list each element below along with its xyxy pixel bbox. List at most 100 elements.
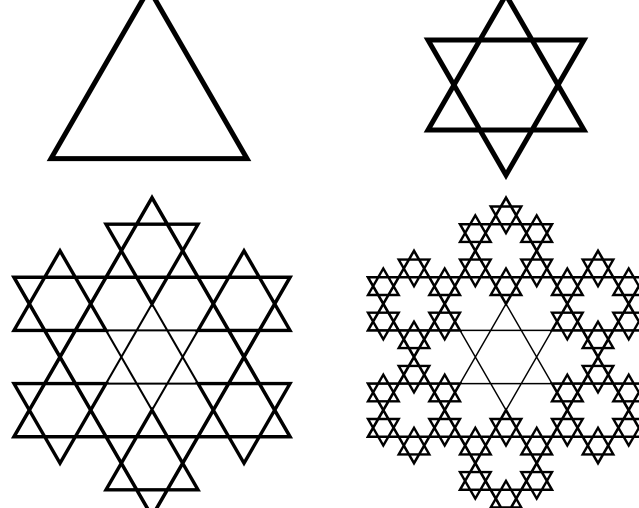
triangle-outline bbox=[552, 410, 583, 437]
fractal-panel-level-1 bbox=[428, 0, 584, 175]
triangle-outline bbox=[14, 384, 106, 464]
triangle-outline bbox=[460, 224, 552, 304]
triangle-outline bbox=[106, 224, 198, 304]
triangle-outline bbox=[14, 277, 106, 357]
triangle-outline bbox=[521, 437, 552, 464]
triangle-outline bbox=[368, 419, 399, 446]
triangle-outline bbox=[491, 481, 522, 508]
triangle-outline bbox=[368, 304, 399, 331]
triangle-outline bbox=[368, 251, 460, 331]
triangle-outline bbox=[460, 224, 491, 251]
triangle-outline bbox=[51, 0, 247, 159]
triangle-outline bbox=[552, 277, 639, 357]
triangle-outline bbox=[106, 198, 198, 278]
triangle-outline bbox=[460, 463, 491, 490]
triangle-outline bbox=[552, 304, 583, 331]
triangle-outline bbox=[552, 375, 583, 402]
triangle-outline bbox=[106, 437, 198, 508]
triangle-outline bbox=[198, 384, 290, 464]
triangle-outline bbox=[460, 472, 491, 499]
triangle-outline bbox=[460, 260, 491, 287]
fractal-panel-level-3 bbox=[368, 198, 639, 508]
triangle-outline bbox=[198, 357, 290, 437]
triangle-outline bbox=[106, 304, 198, 384]
triangle-outline bbox=[491, 419, 522, 446]
triangle-outline bbox=[552, 384, 583, 411]
triangle-outline bbox=[583, 437, 614, 464]
triangle-outline bbox=[106, 330, 198, 410]
triangle-outline bbox=[14, 251, 106, 331]
triangle-outline bbox=[552, 269, 583, 296]
triangle-outline bbox=[552, 384, 639, 464]
triangle-outline bbox=[399, 322, 430, 349]
triangle-outline bbox=[368, 410, 399, 437]
triangle-outline bbox=[368, 277, 399, 304]
triangle-outline bbox=[521, 463, 552, 490]
triangle-outline bbox=[491, 269, 522, 296]
triangle-outline bbox=[460, 330, 552, 410]
triangle-outline bbox=[399, 260, 430, 287]
triangle-outline bbox=[399, 428, 430, 455]
triangle-outline bbox=[460, 437, 491, 464]
triangle-outline bbox=[583, 357, 614, 384]
fractal-panel-level-2 bbox=[14, 198, 290, 508]
triangle-outline bbox=[429, 375, 460, 402]
triangle-outline bbox=[429, 313, 460, 340]
triangle-outline bbox=[429, 304, 460, 331]
triangle-outline bbox=[428, 40, 584, 175]
triangle-outline bbox=[583, 330, 614, 357]
triangle-outline bbox=[521, 260, 552, 287]
triangle-outline bbox=[399, 251, 430, 277]
triangle-outline bbox=[14, 357, 106, 437]
triangle-outline bbox=[368, 384, 399, 411]
triangle-outline bbox=[399, 437, 430, 464]
triangle-outline bbox=[460, 304, 552, 384]
triangle-outline bbox=[460, 251, 491, 277]
triangle-outline bbox=[399, 366, 430, 393]
triangle-outline bbox=[198, 251, 290, 331]
triangle-outline bbox=[368, 269, 399, 296]
triangle-outline bbox=[552, 313, 583, 340]
triangle-outline bbox=[521, 215, 552, 242]
triangle-outline bbox=[491, 490, 522, 508]
triangle-outline bbox=[491, 410, 522, 437]
triangle-outline bbox=[368, 357, 460, 437]
triangle-outline bbox=[491, 207, 522, 234]
triangle-outline bbox=[583, 260, 614, 287]
triangle-outline bbox=[460, 215, 491, 242]
triangle-outline bbox=[14, 198, 290, 437]
triangle-outline bbox=[368, 384, 460, 464]
triangle-outline bbox=[583, 366, 614, 393]
fractal-panel-level-0 bbox=[51, 0, 247, 159]
triangle-outline bbox=[521, 428, 552, 455]
triangle-outline bbox=[521, 251, 552, 277]
triangle-outline bbox=[583, 428, 614, 455]
triangle-outline bbox=[552, 419, 583, 446]
triangle-outline bbox=[521, 224, 552, 251]
triangle-outline bbox=[491, 198, 522, 225]
triangle-outline bbox=[368, 375, 399, 402]
triangle-outline bbox=[428, 0, 584, 130]
triangle-outline bbox=[368, 313, 399, 340]
triangle-outline bbox=[460, 410, 552, 490]
triangle-outline bbox=[552, 251, 639, 331]
triangle-outline bbox=[583, 322, 614, 349]
triangle-outline bbox=[552, 357, 639, 437]
triangle-outline bbox=[583, 251, 614, 277]
triangle-outline bbox=[460, 198, 552, 278]
triangle-outline bbox=[491, 277, 522, 304]
triangle-outline bbox=[429, 384, 460, 411]
triangle-outline bbox=[106, 410, 198, 490]
triangle-outline bbox=[429, 410, 460, 437]
triangle-outline bbox=[399, 330, 430, 357]
triangle-outline bbox=[368, 198, 639, 437]
triangle-outline bbox=[460, 428, 491, 455]
triangle-outline bbox=[198, 277, 290, 357]
triangle-outline bbox=[429, 269, 460, 296]
triangle-outline bbox=[368, 277, 460, 357]
triangle-outline bbox=[429, 419, 460, 446]
triangle-outline bbox=[552, 277, 583, 304]
triangle-outline bbox=[521, 472, 552, 499]
triangle-outline bbox=[399, 357, 430, 384]
